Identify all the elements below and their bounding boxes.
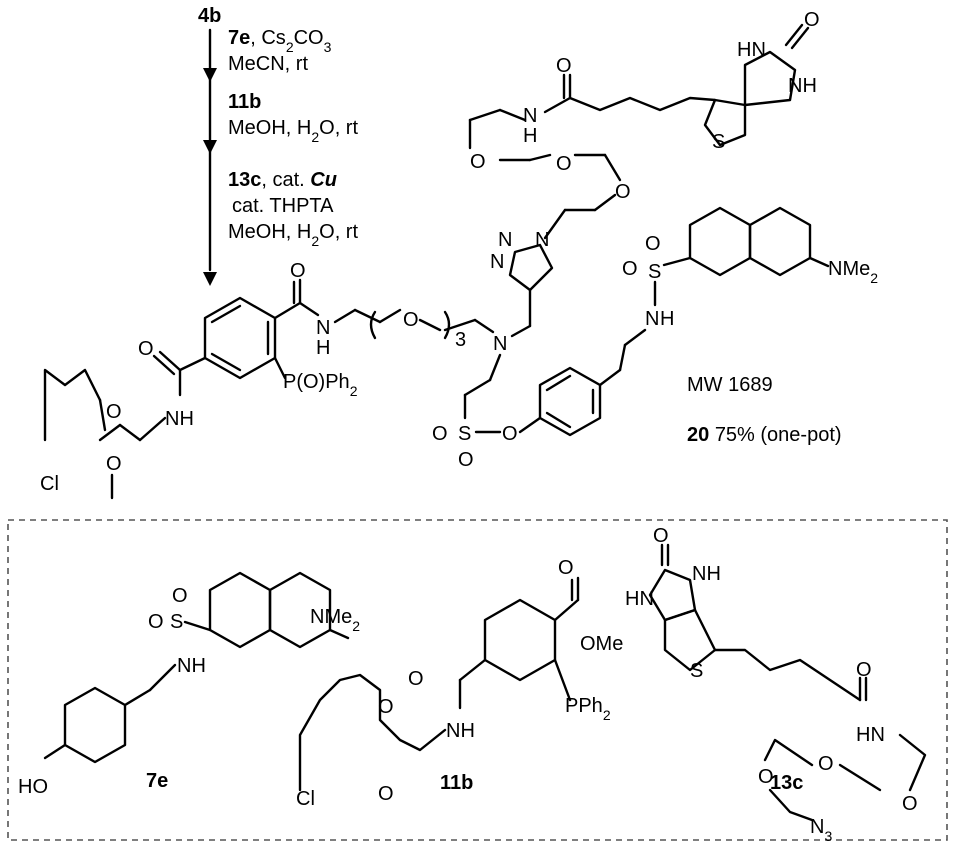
svg-text:O: O: [403, 309, 419, 331]
start-compound-label: 4b: [198, 5, 221, 27]
product-20-structure: O N H O 3 N N N N O O O N H: [40, 9, 878, 500]
svg-text:MeOH, H2O, rt: MeOH, H2O, rt: [228, 117, 358, 145]
svg-text:O: O: [556, 153, 572, 175]
svg-text:O: O: [653, 525, 669, 547]
svg-text:O: O: [502, 423, 518, 445]
step3-catalyst: Cu: [310, 169, 337, 191]
svg-text:O: O: [172, 585, 188, 607]
svg-text:S: S: [458, 423, 471, 445]
svg-text:Cl: Cl: [296, 788, 315, 810]
svg-text:S: S: [170, 611, 183, 633]
svg-text:Cl: Cl: [40, 473, 59, 495]
svg-text:HN: HN: [737, 39, 766, 61]
svg-text:NH: NH: [165, 408, 194, 430]
label-11b: 11b: [440, 772, 473, 794]
svg-text:S: S: [648, 261, 661, 283]
svg-text:O: O: [378, 696, 394, 718]
svg-text:HO: HO: [18, 776, 48, 798]
step1-solvent: MeCN, rt: [228, 53, 308, 75]
svg-text:N: N: [645, 308, 659, 330]
reagent-13c-structure: O HN NH S O HN O O O N3: [625, 525, 927, 844]
svg-text:O: O: [408, 668, 424, 690]
svg-text:7e, Cs2CO3: 7e, Cs2CO3: [228, 27, 332, 55]
svg-text:3: 3: [455, 329, 466, 351]
svg-text:N: N: [523, 105, 537, 127]
svg-text:O: O: [818, 753, 834, 775]
svg-text:O: O: [645, 233, 661, 255]
step3-cat2: cat. THPTA: [232, 195, 334, 217]
svg-text:O: O: [138, 338, 154, 360]
svg-text:O: O: [804, 9, 820, 31]
label-7e: 7e: [146, 770, 168, 792]
svg-text:O: O: [378, 783, 394, 805]
svg-text:NH: NH: [788, 75, 817, 97]
svg-text:13c, cat. Cu: 13c, cat. Cu: [228, 169, 337, 191]
svg-text:S: S: [690, 660, 703, 682]
svg-text:O: O: [622, 258, 638, 280]
svg-text:H: H: [660, 308, 674, 330]
svg-text:NH: NH: [692, 563, 721, 585]
step2-reagent: 11b: [228, 91, 261, 113]
svg-text:H: H: [316, 337, 330, 359]
svg-text:NMe2: NMe2: [310, 606, 360, 634]
svg-text:O: O: [758, 766, 774, 788]
svg-text:O: O: [148, 611, 164, 633]
svg-text:O: O: [558, 557, 574, 579]
step1-reagent: 7e: [228, 27, 250, 49]
svg-text:MeOH, H2O, rt: MeOH, H2O, rt: [228, 221, 358, 249]
reaction-arrow-column: [203, 28, 217, 286]
svg-text:OMe: OMe: [580, 633, 623, 655]
svg-text:N: N: [498, 229, 512, 251]
svg-text:NMe2: NMe2: [828, 258, 878, 286]
svg-text:O: O: [106, 453, 122, 475]
svg-text:O: O: [290, 260, 306, 282]
svg-text:O: O: [106, 401, 122, 423]
svg-text:N: N: [316, 317, 330, 339]
step3-reagent: 13c: [228, 169, 261, 191]
product-mw: MW 1689: [687, 374, 773, 396]
svg-text:N: N: [490, 251, 504, 273]
svg-text:O: O: [470, 151, 486, 173]
svg-text:P(O)Ph2: P(O)Ph2: [283, 371, 358, 399]
svg-text:O: O: [856, 659, 872, 681]
step-1-conditions: 7e, Cs2CO3 MeCN, rt: [228, 27, 332, 75]
svg-text:N3: N3: [810, 816, 832, 844]
svg-text:O: O: [902, 793, 918, 815]
svg-text:O: O: [615, 181, 631, 203]
svg-text:S: S: [712, 131, 725, 153]
reagents-box: [7, 519, 948, 841]
svg-text:N: N: [535, 229, 549, 251]
svg-text:O: O: [556, 55, 572, 77]
reagent-7e-structure: NMe2 S O O NH HO: [18, 571, 360, 798]
product-yield-line: 20 75% (one-pot): [687, 424, 842, 446]
svg-text:NH: NH: [446, 720, 475, 742]
svg-text:NH: NH: [177, 655, 206, 677]
svg-text:O: O: [432, 423, 448, 445]
svg-text:H: H: [523, 125, 537, 147]
svg-text:N: N: [493, 333, 507, 355]
label-13c: 13c: [770, 772, 803, 794]
svg-text:HN: HN: [625, 588, 654, 610]
svg-text:O: O: [458, 449, 474, 471]
svg-text:PPh2: PPh2: [565, 695, 611, 723]
step-3-conditions: 13c, cat. Cu cat. THPTA MeOH, H2O, rt: [228, 169, 358, 249]
step-2-conditions: 11b MeOH, H2O, rt: [228, 91, 358, 145]
svg-text:HN: HN: [856, 724, 885, 746]
